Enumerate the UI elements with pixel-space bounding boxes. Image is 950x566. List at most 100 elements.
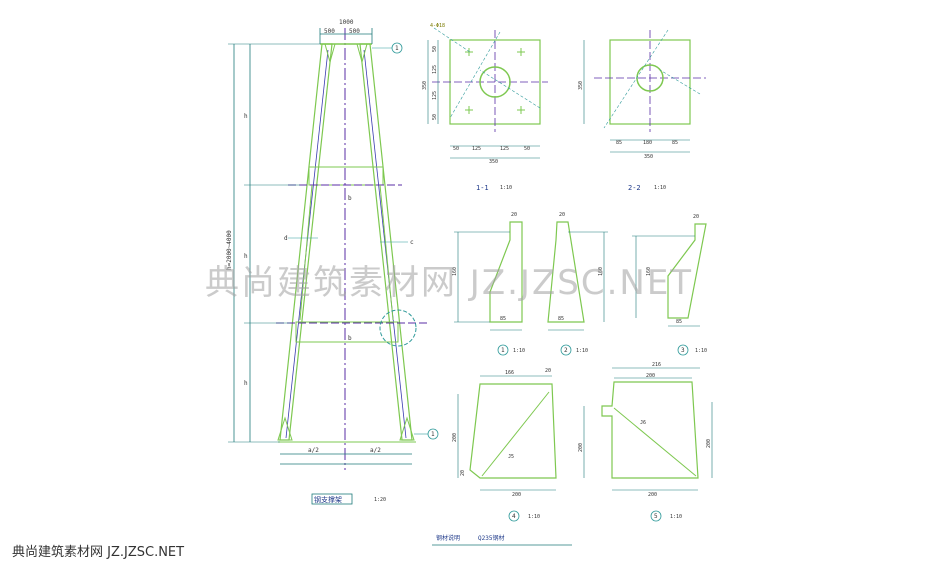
plate2-top: 20: [559, 212, 565, 218]
level-label-1: h: [244, 113, 248, 120]
bot-dim-left: a/2: [308, 447, 319, 454]
brace-upper-left: [299, 184, 313, 321]
tri1-base: 200: [512, 492, 521, 498]
plate3-top: 20: [693, 214, 699, 220]
tri1-top: 166: [505, 370, 514, 376]
watermark-text: 典尚建筑素材网 JZ.JZSC.NET: [205, 263, 694, 303]
sec1-side-dim-4: 50: [432, 114, 438, 120]
frame-title-box: [311, 493, 353, 505]
footer-watermark: 典尚建筑素材网 JZ.JZSC.NET: [12, 545, 185, 560]
plate3-label: 3: [681, 347, 685, 354]
plate2-scale: 1:10: [576, 348, 588, 354]
top-dim-left: 500: [324, 28, 335, 35]
sec1-bot-dim-4: 50: [524, 146, 530, 152]
tri2-side: 200: [578, 443, 584, 452]
bot-dim-right: a/2: [370, 447, 381, 454]
tri2-side2: 200: [706, 439, 712, 448]
plate-detail-2: 160 20 85 2 1:10: [547, 212, 608, 356]
head-left: [324, 43, 336, 64]
plate-detail-3: 160 20 85 3 1:10: [632, 214, 707, 356]
plate1-scale: 1:10: [513, 348, 525, 354]
tri2-outline: [601, 381, 699, 479]
left-leg: [279, 43, 333, 441]
sec1-title: 1-1: [476, 184, 489, 192]
section-2-2: 350 85 180 85 350 2-2 1:10: [578, 29, 706, 192]
plate3-height: 160: [646, 267, 652, 276]
plate3-bottom: 85: [676, 319, 682, 325]
tri1-top2: 20: [545, 368, 551, 374]
tri2-diag: [613, 407, 697, 477]
triangle-detail-2: 216 200 200 200 200 J6 5 1:10: [578, 362, 713, 522]
sec1-side-dim-3: 125: [432, 91, 438, 100]
plate1-bottom: 85: [500, 316, 506, 322]
tri2-scale: 1:10: [670, 514, 682, 520]
sec1-leaders: [433, 27, 541, 119]
tri2-label: 5: [654, 513, 658, 520]
bottom-note-text: Q235钢材: [478, 534, 504, 542]
plate2-shape: [547, 221, 585, 323]
sec1-bot-dim-2: 125: [472, 146, 481, 152]
sec1-side-dim-2: 125: [432, 65, 438, 74]
tri1-label: 4: [512, 513, 516, 520]
frame-elevation: 1000 500 500 h=2000~4000 h h h a/2 a/2 b…: [226, 19, 439, 505]
side-label-right: c: [410, 239, 414, 246]
section-1-1: 4-Φ18 50 125 125 50 350 50 125 125 50 35…: [422, 23, 548, 192]
midline-label-2: b: [348, 335, 352, 342]
plate-detail-1: 160 20 85 1 1:10: [452, 212, 525, 356]
tie-upper: [308, 166, 384, 186]
sec2-bot-dim-2: 180: [643, 140, 652, 146]
right-inner-bar: [363, 49, 407, 439]
plate1-height: 160: [452, 267, 458, 276]
plate3-scale: 1:10: [695, 348, 707, 354]
triangle-detail-1: 166 20 200 20 200 J5 4 1:10: [452, 368, 557, 522]
sec2-side-total: 350: [578, 81, 584, 90]
brace-upper-right: [379, 184, 394, 321]
detail-circle: [379, 309, 417, 347]
tie-lower: [295, 321, 399, 343]
top-dim-right: 500: [349, 28, 360, 35]
plate2-bottom: 85: [558, 316, 564, 322]
plate1-label: 1: [501, 347, 505, 354]
top-dim-total: 1000: [339, 19, 354, 26]
head-right: [356, 43, 368, 64]
sec1-side-total: 350: [422, 81, 428, 90]
right-foot: [399, 416, 415, 441]
tri1-tag: J5: [508, 454, 514, 460]
level-label-2: h: [244, 253, 248, 260]
sec1-pipe: [479, 66, 511, 98]
frame-title: 钢支撑架: [314, 495, 342, 504]
plate2-label: 2: [564, 347, 568, 354]
midline-label-1: b: [348, 195, 352, 202]
sec1-bolt-marks: [465, 48, 525, 114]
sec1-bot-dim-1: 50: [453, 146, 459, 152]
bottom-note-title: 钢材说明: [436, 534, 460, 542]
tri1-diag: [481, 391, 550, 477]
tri2-label-circle: [650, 510, 662, 522]
tri2-base: 200: [648, 492, 657, 498]
sec1-bot-total: 350: [489, 159, 498, 165]
sec1-bot-dim-3: 125: [500, 146, 509, 152]
sec2-bot-dim-3: 85: [672, 140, 678, 146]
plate3-label-circle: [677, 344, 689, 356]
sec2-bot-total: 350: [644, 154, 653, 160]
sec2-bot-dim-1: 85: [616, 140, 622, 146]
plate3-shape: [667, 223, 707, 319]
level-label-3: h: [244, 380, 248, 387]
tri2-top: 216: [652, 362, 661, 368]
frame-scale: 1:20: [374, 497, 386, 503]
left-foot: [277, 416, 293, 441]
sec1-side-dim-1: 50: [432, 46, 438, 52]
plate1-label-circle: [497, 344, 509, 356]
tri1-side-small: 20: [460, 470, 466, 476]
vert-dim-total: h=2000~4000: [226, 230, 233, 270]
tri1-side: 200: [452, 433, 458, 442]
sec1-top-note: 4-Φ18: [430, 23, 445, 29]
tri2-tag: J6: [640, 420, 646, 426]
plate2-label-circle: [560, 344, 572, 356]
side-label-left: d: [284, 235, 288, 242]
bottom-note: 钢材说明 Q235钢材: [432, 534, 572, 546]
tri2-top2: 200: [646, 373, 655, 379]
sec2-scale: 1:10: [654, 185, 666, 191]
tri1-outline: [469, 383, 557, 479]
